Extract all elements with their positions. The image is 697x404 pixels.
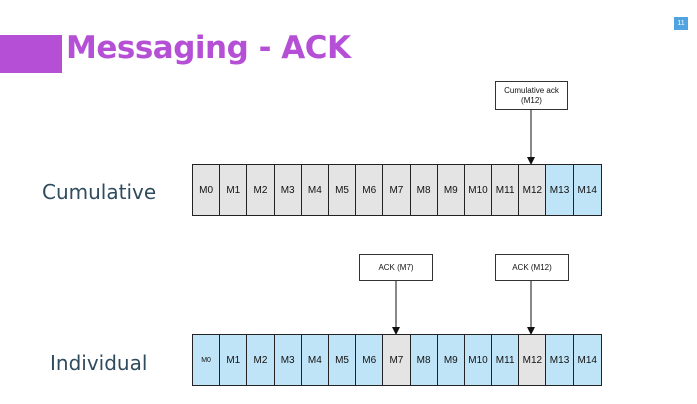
message-cell-m3: M3: [274, 335, 302, 385]
message-cell-m11: M11: [492, 335, 520, 385]
message-cell-m12: M12: [519, 165, 547, 215]
message-cell-m13: M13: [546, 165, 574, 215]
message-cell-m10: M10: [464, 165, 493, 215]
message-cell-m3: M3: [274, 165, 302, 215]
message-cell-m8: M8: [410, 335, 438, 385]
message-cell-m9: M9: [437, 165, 465, 215]
message-cell-m5: M5: [328, 335, 357, 385]
message-cell-m0: M0: [193, 335, 221, 385]
message-cell-m6: M6: [356, 335, 384, 385]
message-cell-m11: M11: [492, 165, 520, 215]
message-cell-m7: M7: [383, 165, 411, 215]
message-cell-m1: M1: [220, 165, 248, 215]
message-cell-m2: M2: [247, 165, 275, 215]
message-cell-m8: M8: [410, 165, 438, 215]
callout-cumulative-ack: Cumulative ack (M12): [495, 81, 568, 110]
message-cell-m4: M4: [301, 335, 329, 385]
message-cell-m5: M5: [328, 165, 357, 215]
page-number-badge: 11: [674, 17, 688, 30]
message-cell-m6: M6: [356, 165, 384, 215]
message-cell-m0: M0: [193, 165, 221, 215]
message-cell-m12: M12: [519, 335, 547, 385]
message-cell-m4: M4: [301, 165, 329, 215]
message-cell-m14: M14: [573, 335, 601, 385]
callout-ack-m12: ACK (M12): [495, 254, 569, 281]
row-label-individual: Individual: [50, 351, 148, 375]
title-accent-bar: [0, 35, 62, 73]
callout-ack-m7: ACK (M7): [359, 254, 433, 281]
message-cell-m7: M7: [383, 335, 411, 385]
message-cell-m14: M14: [573, 165, 601, 215]
message-cell-m9: M9: [437, 335, 465, 385]
slide-title: Messaging - ACK: [66, 30, 351, 66]
message-cell-m13: M13: [546, 335, 574, 385]
message-cell-m1: M1: [220, 335, 248, 385]
message-cell-m2: M2: [247, 335, 275, 385]
row-label-cumulative: Cumulative: [42, 180, 157, 204]
message-cell-m10: M10: [464, 335, 493, 385]
